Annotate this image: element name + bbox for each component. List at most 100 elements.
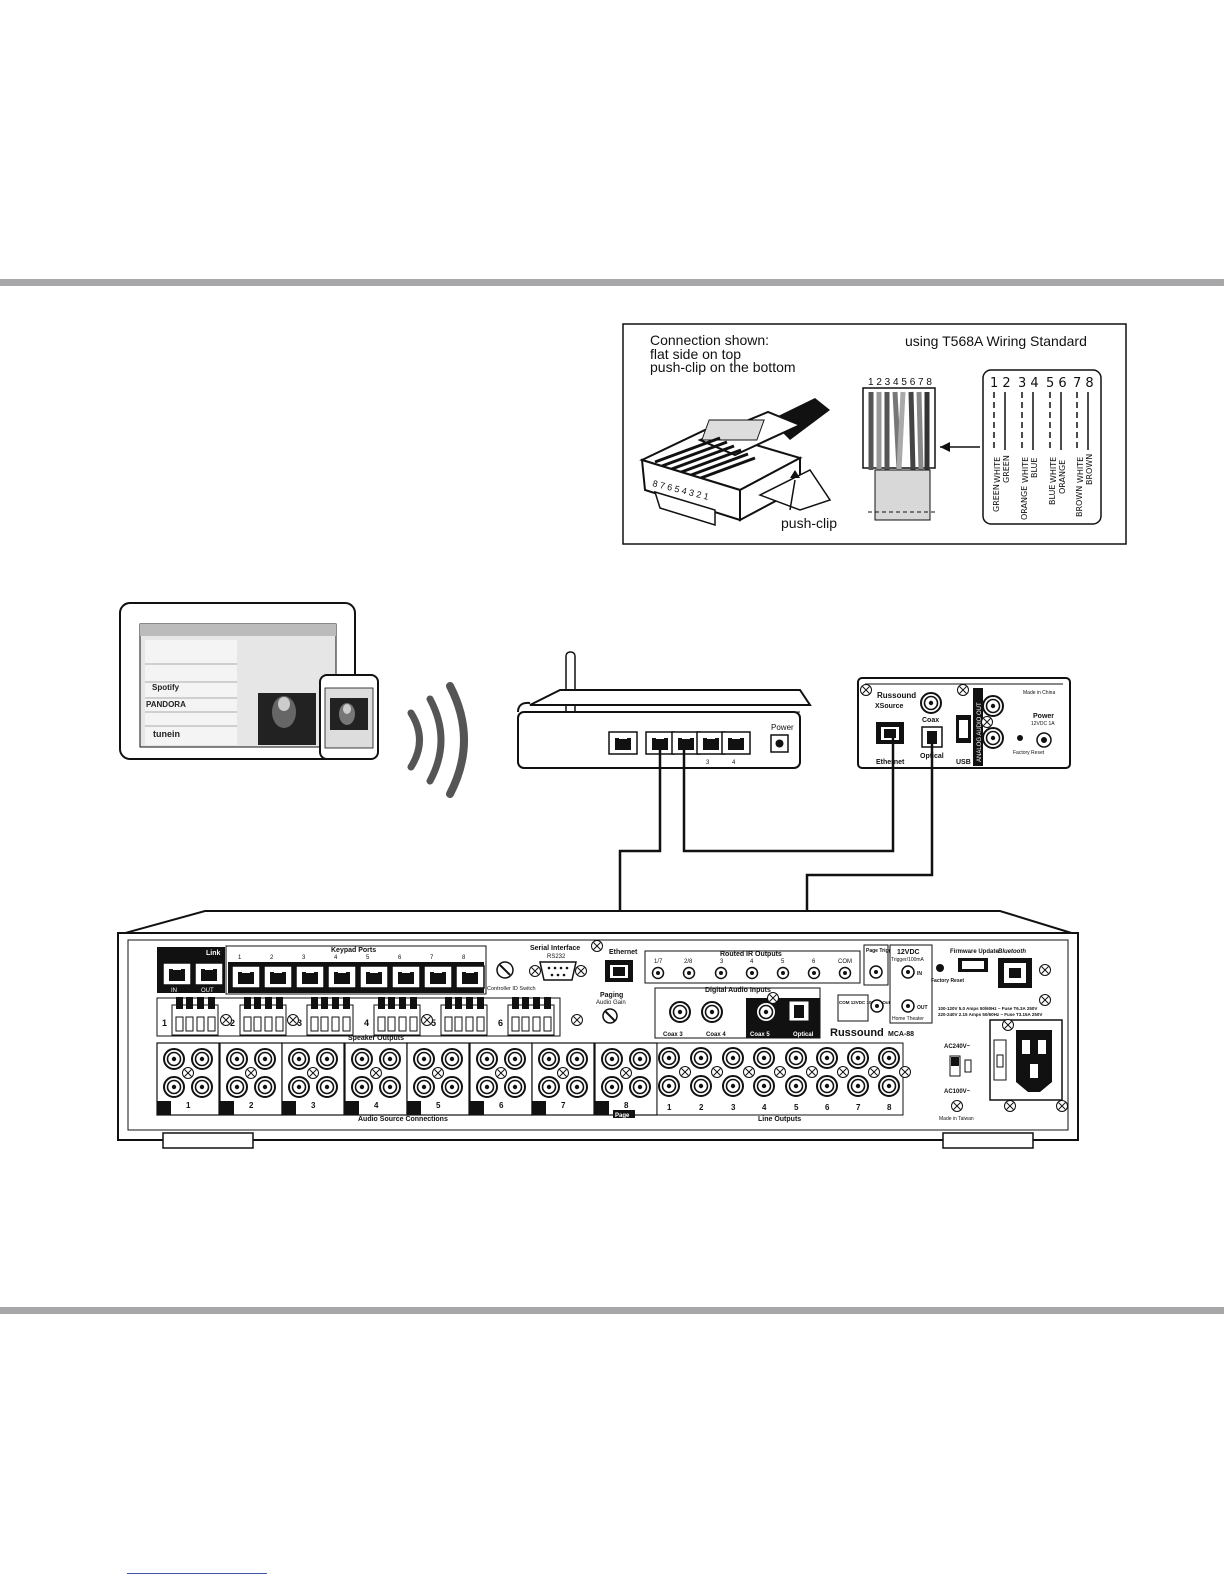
trigger-12vdc-title: 12VDC bbox=[897, 949, 920, 956]
rj45-wiring-inset: Connection shown: flat side on top push-… bbox=[622, 323, 1127, 545]
speaker-zone-5: 5 bbox=[431, 1018, 436, 1028]
keypad-number-1: 1 bbox=[238, 955, 242, 961]
source-number-4: 4 bbox=[374, 1101, 379, 1110]
ac100-label: AC100V~ bbox=[944, 1089, 971, 1095]
push-clip-label: push-clip bbox=[781, 515, 837, 531]
flat-side-label: flat side on top bbox=[650, 346, 741, 362]
pair-4-color-a: BROWN bbox=[1075, 486, 1084, 517]
firmware-update-label: Firmware Update bbox=[950, 949, 999, 955]
amp-model: MCA-88 bbox=[888, 1031, 914, 1038]
source-number-7: 7 bbox=[561, 1101, 566, 1110]
rj45-plug-drawing: 8 7 6 5 4 3 2 1 bbox=[639, 398, 832, 527]
network-router: 3 4 Power bbox=[517, 651, 812, 769]
digital-coax-5: Coax 5 bbox=[750, 1032, 770, 1038]
xsource-power-label: Power bbox=[1033, 713, 1054, 720]
pair-2-numbers: 3 4 bbox=[1018, 376, 1039, 391]
header-rule bbox=[0, 279, 1224, 286]
pair-2-color-a: ORANGE bbox=[1020, 486, 1029, 520]
xsource-streamer: Russound XSource Ethernet Coax Optical U… bbox=[857, 677, 1071, 769]
push-clip-bottom-label: push-clip on the bottom bbox=[650, 359, 796, 375]
pair-3-numbers: 5 6 bbox=[1046, 376, 1067, 391]
wire-color-legend: 1 2 3 4 5 6 7 8 GREEN WHITE GREEN ORANGE… bbox=[982, 369, 1102, 525]
pair-1-color-b: WHITE bbox=[993, 457, 1002, 483]
page-trigger-label: Page Trigger In bbox=[866, 948, 902, 954]
line-out-3: 3 bbox=[731, 1103, 736, 1112]
footer-link-underline bbox=[127, 1573, 267, 1574]
pair-2-color-c: BLUE bbox=[1030, 458, 1039, 478]
xsource-factory-reset: Factory Reset bbox=[1013, 750, 1045, 756]
app-source-pandora: PANDORA bbox=[146, 700, 186, 709]
trigger-out-label: OUT bbox=[917, 1005, 928, 1011]
ac240-label: AC240V~ bbox=[944, 1044, 971, 1050]
line-out-8: 8 bbox=[887, 1103, 892, 1112]
rnet-out-label: OUT bbox=[201, 988, 214, 994]
xsource-brand: Russound bbox=[877, 691, 916, 700]
speaker-zone-6: 6 bbox=[498, 1018, 503, 1028]
keypad-number-7: 7 bbox=[430, 955, 434, 961]
pair-1-color-a: GREEN bbox=[992, 484, 1001, 512]
line-out-1: 1 bbox=[667, 1103, 672, 1112]
controller-id-label: Controller ID Switch bbox=[487, 986, 536, 992]
amp-brand: Russound bbox=[830, 1027, 884, 1039]
speaker-zone-3: 3 bbox=[297, 1018, 302, 1028]
bottom-rule bbox=[0, 1307, 1224, 1314]
speaker-outputs-title: Speaker Outputs bbox=[348, 1035, 404, 1042]
made-in-taiwan: Made in Taiwan bbox=[939, 1116, 974, 1122]
xsource-coax-label: Coax bbox=[922, 717, 939, 724]
keypad-ports-title: Keypad Ports bbox=[331, 947, 376, 954]
cable-end-drawing: 1 2 3 4 5 6 7 8 bbox=[862, 377, 980, 521]
ir-label-3: 3 bbox=[720, 959, 724, 965]
serial-interface-title: Serial Interface bbox=[530, 945, 580, 952]
paging-title: Paging bbox=[600, 992, 623, 999]
digital-coax-4: Coax 4 bbox=[706, 1032, 726, 1038]
keypad-number-4: 4 bbox=[334, 955, 338, 961]
keypad-number-5: 5 bbox=[366, 955, 370, 961]
router-power-label: Power bbox=[771, 723, 794, 732]
source-number-1: 1 bbox=[186, 1101, 191, 1110]
pair-2-color-b: WHITE bbox=[1021, 457, 1030, 483]
pair-3-color-a: BLUE bbox=[1048, 485, 1057, 505]
line-out-5: 5 bbox=[794, 1103, 799, 1112]
xsource-made-in: Made in China bbox=[1023, 690, 1055, 696]
rnet-link-label: Link bbox=[206, 950, 220, 957]
speaker-zone-1: 1 bbox=[162, 1018, 167, 1028]
line-out-6: 6 bbox=[825, 1103, 830, 1112]
serial-rs232-label: RS232 bbox=[547, 954, 566, 960]
ir-label-6: 6 bbox=[812, 959, 816, 965]
wifi-signal-icon bbox=[407, 682, 468, 798]
xsource-analog-out-label: ANALOG AUDIO OUT bbox=[977, 702, 983, 762]
keypad-number-2: 2 bbox=[270, 955, 274, 961]
pair-4-color-c: BROWN bbox=[1085, 454, 1094, 485]
line-out-4: 4 bbox=[762, 1103, 767, 1112]
speaker-zone-2: 2 bbox=[230, 1018, 235, 1028]
pair-3-color-b: WHITE bbox=[1049, 457, 1058, 483]
connection-shown-label: Connection shown: bbox=[650, 332, 769, 348]
source-number-8: 8 bbox=[624, 1101, 629, 1110]
ir-label-1-7: 1/7 bbox=[654, 959, 663, 965]
digital-optical: Optical bbox=[793, 1032, 814, 1038]
com-12vdc-label: COM 12VDC 100mA Out bbox=[839, 1000, 891, 1005]
rnet-in-label: IN bbox=[171, 988, 177, 994]
xsource-usb-label: USB bbox=[956, 759, 971, 766]
line-outputs-title: Line Outputs bbox=[758, 1116, 801, 1123]
keypad-number-8: 8 bbox=[462, 955, 466, 961]
bluetooth-label: Bluetooth bbox=[998, 949, 1026, 955]
pair-1-numbers: 1 2 bbox=[990, 376, 1011, 391]
digital-inputs-title: Digital Audio Inputs bbox=[705, 987, 771, 994]
pair-3-color-c: ORANGE bbox=[1058, 460, 1067, 494]
trigger-sub-label: Trigger/100mA bbox=[891, 957, 925, 963]
router-port-3-label: 3 bbox=[706, 760, 710, 766]
mca-88-amplifier: Link IN OUT Keypad Ports 1 2 3 4 5 6 7 8… bbox=[117, 910, 1079, 1149]
paging-audio-gain: Audio Gain bbox=[596, 1000, 626, 1006]
pair-4-numbers: 7 8 bbox=[1073, 376, 1094, 391]
home-theater-label: Home Theater bbox=[892, 1016, 924, 1022]
ir-label-4: 4 bbox=[750, 959, 754, 965]
source-number-5: 5 bbox=[436, 1101, 441, 1110]
line-out-2: 2 bbox=[699, 1103, 704, 1112]
router-port-4-label: 4 bbox=[732, 760, 736, 766]
ir-label-com: COM bbox=[838, 959, 852, 965]
line-out-7: 7 bbox=[856, 1103, 861, 1112]
pair-1-color-c: GREEN bbox=[1002, 455, 1011, 483]
xsource-power-spec: 12VDC 1A bbox=[1031, 721, 1055, 727]
ir-label-2-8: 2/8 bbox=[684, 959, 693, 965]
